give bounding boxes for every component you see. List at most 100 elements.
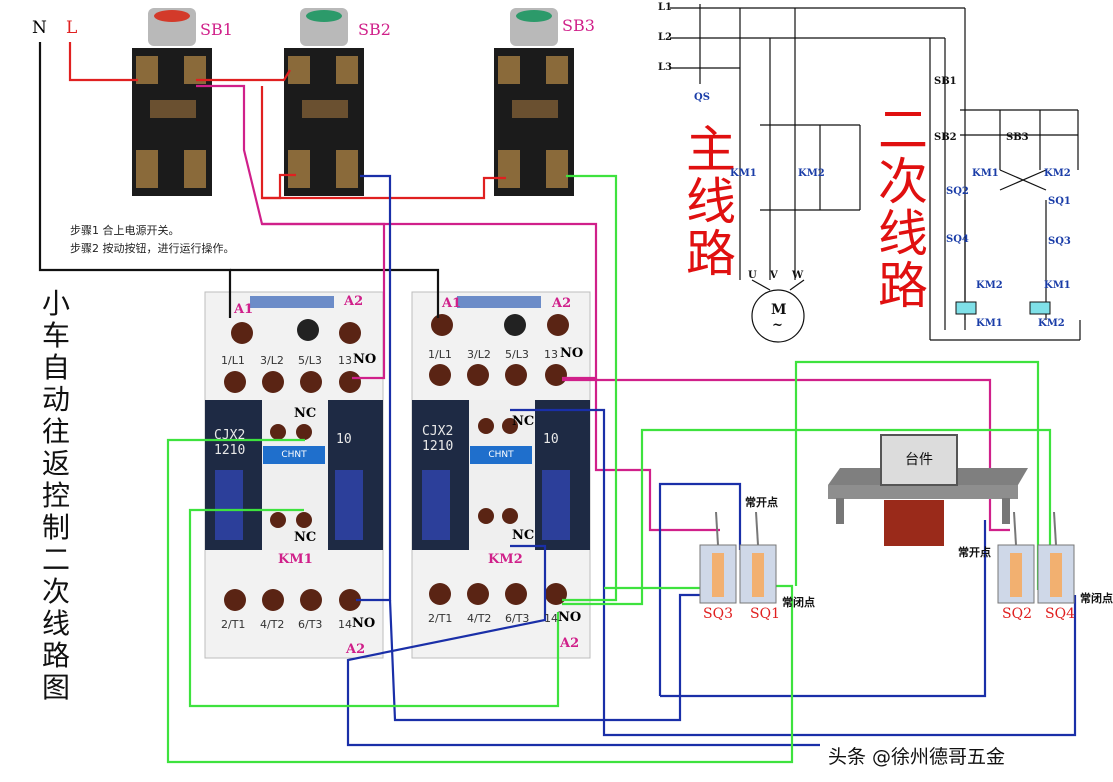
label-n: N [32, 18, 47, 38]
limit-switch-sq1 [739, 511, 777, 604]
sch-qs: QS [694, 92, 710, 103]
secondary-circuit-label: 二次线路 [878, 101, 928, 315]
wire-n [38, 42, 232, 318]
push-button-sb2 [284, 8, 364, 196]
km1-brand: CHNT [263, 446, 325, 464]
vertical-title: 小车自动往返控制二次线路图 [42, 287, 71, 704]
km2-t4: 13 [544, 348, 558, 361]
contactor-km2-body [411, 291, 591, 659]
label-sq1: SQ1 [750, 606, 780, 622]
label-nc-right: 常闭点 [1080, 592, 1113, 605]
sch-motor-ac: ~ [772, 318, 783, 333]
limit-switch-sq4 [1037, 511, 1075, 604]
sch-w: W [792, 270, 804, 281]
push-button-sb1 [132, 8, 212, 196]
km1-a2-top: A2 [344, 294, 364, 309]
km2-knob: 10 [543, 432, 559, 447]
sch-km1-aux: KM1 [972, 168, 999, 179]
sch-l3: L3 [658, 62, 672, 73]
sch-coil-km2: KM2 [1038, 318, 1065, 329]
km1-b4: 14 [338, 618, 352, 631]
km1-t4: 13 [338, 354, 352, 367]
sch-sq2: SQ2 [946, 186, 969, 197]
label-sq2: SQ2 [1002, 606, 1032, 622]
cart-track [828, 468, 1028, 546]
km2-model: CJX2 1210 [422, 424, 454, 454]
km1-name: KM1 [278, 552, 313, 567]
sch-sq4: SQ4 [946, 234, 969, 245]
km2-t1: 1/L1 [428, 348, 452, 361]
sch-coil-km1: KM1 [976, 318, 1003, 329]
main-circuit-label: 主线路 [686, 121, 736, 283]
sch-sq3: SQ3 [1048, 236, 1071, 247]
km2-nc-bottom: NC [512, 528, 535, 543]
km1-b3: 6/T3 [298, 618, 323, 631]
km1-knob: 10 [336, 432, 352, 447]
wire-green [562, 174, 618, 602]
km1-nc-bottom: NC [294, 530, 317, 545]
coil-km2 [1029, 301, 1051, 315]
km2-a2-bottom: A2 [560, 636, 580, 651]
sch-sb3: SB3 [1006, 132, 1029, 143]
km1-nc-top: NC [294, 406, 317, 421]
sch-v: V [770, 270, 778, 281]
km2-name: KM2 [488, 552, 523, 567]
label-sb3: SB3 [562, 16, 595, 35]
km1-a2-bottom: A2 [346, 642, 366, 657]
sch-sb2: SB2 [934, 132, 957, 143]
km2-b2: 4/T2 [467, 612, 492, 625]
step-2: 步骤2 按动按钮，进行运行操作。 [70, 242, 235, 255]
km2-b4: 14 [544, 612, 558, 625]
km2-brand: CHNT [470, 446, 532, 464]
label-sq3: SQ3 [703, 606, 733, 622]
sch-sq1: SQ1 [1048, 196, 1071, 207]
km1-b1: 2/T1 [221, 618, 246, 631]
wire-blue [356, 174, 392, 602]
km1-no-top: NO [353, 352, 377, 367]
sch-interlock-km1: KM1 [1044, 280, 1071, 291]
km1-b2: 4/T2 [260, 618, 285, 631]
push-button-sb3 [494, 8, 574, 196]
km2-a2-top: A2 [552, 296, 572, 311]
km1-no-bottom: NO [352, 616, 376, 631]
sch-interlock-km2: KM2 [976, 280, 1003, 291]
schematic [670, 4, 1081, 343]
watermark: 头条 @徐州德哥五金 [828, 746, 1006, 768]
coil-km1 [955, 301, 977, 315]
km1-t1: 1/L1 [221, 354, 245, 367]
sch-l1: L1 [658, 2, 672, 13]
label-no-right: 常开点 [958, 546, 991, 559]
sch-km2-aux: KM2 [1044, 168, 1071, 179]
limit-switch-sq3 [699, 511, 737, 604]
sch-km2: KM2 [798, 168, 825, 179]
km2-t2: 3/L2 [467, 348, 491, 361]
km1-t2: 3/L2 [260, 354, 284, 367]
sch-u: U [748, 270, 757, 281]
step-1: 步骤1 合上电源开关。 [70, 224, 180, 237]
workpiece: 台件 [880, 434, 958, 486]
sch-sb1: SB1 [934, 76, 957, 87]
label-l: L [66, 18, 78, 38]
sch-motor: M [771, 302, 787, 318]
label-sb2: SB2 [358, 20, 391, 39]
km2-no-bottom: NO [558, 610, 582, 625]
label-no-left: 常开点 [745, 496, 778, 509]
contactor-km1-body [204, 291, 384, 659]
label-nc-left: 常闭点 [782, 596, 815, 609]
km1-model: CJX2 1210 [214, 428, 246, 458]
label-sq4: SQ4 [1045, 606, 1075, 622]
km2-b3: 6/T3 [505, 612, 530, 625]
km2-b1: 2/T1 [428, 612, 453, 625]
sch-l2: L2 [658, 32, 672, 43]
km2-no-top: NO [560, 346, 584, 361]
km2-t3: 5/L3 [505, 348, 529, 361]
km2-nc-top: NC [512, 414, 535, 429]
km2-a1: A1 [442, 296, 462, 311]
km1-t3: 5/L3 [298, 354, 322, 367]
wires [38, 42, 1077, 764]
km1-a1: A1 [234, 302, 254, 317]
label-sb1: SB1 [200, 20, 233, 39]
sch-km1: KM1 [730, 168, 757, 179]
limit-switch-sq2 [997, 511, 1035, 604]
